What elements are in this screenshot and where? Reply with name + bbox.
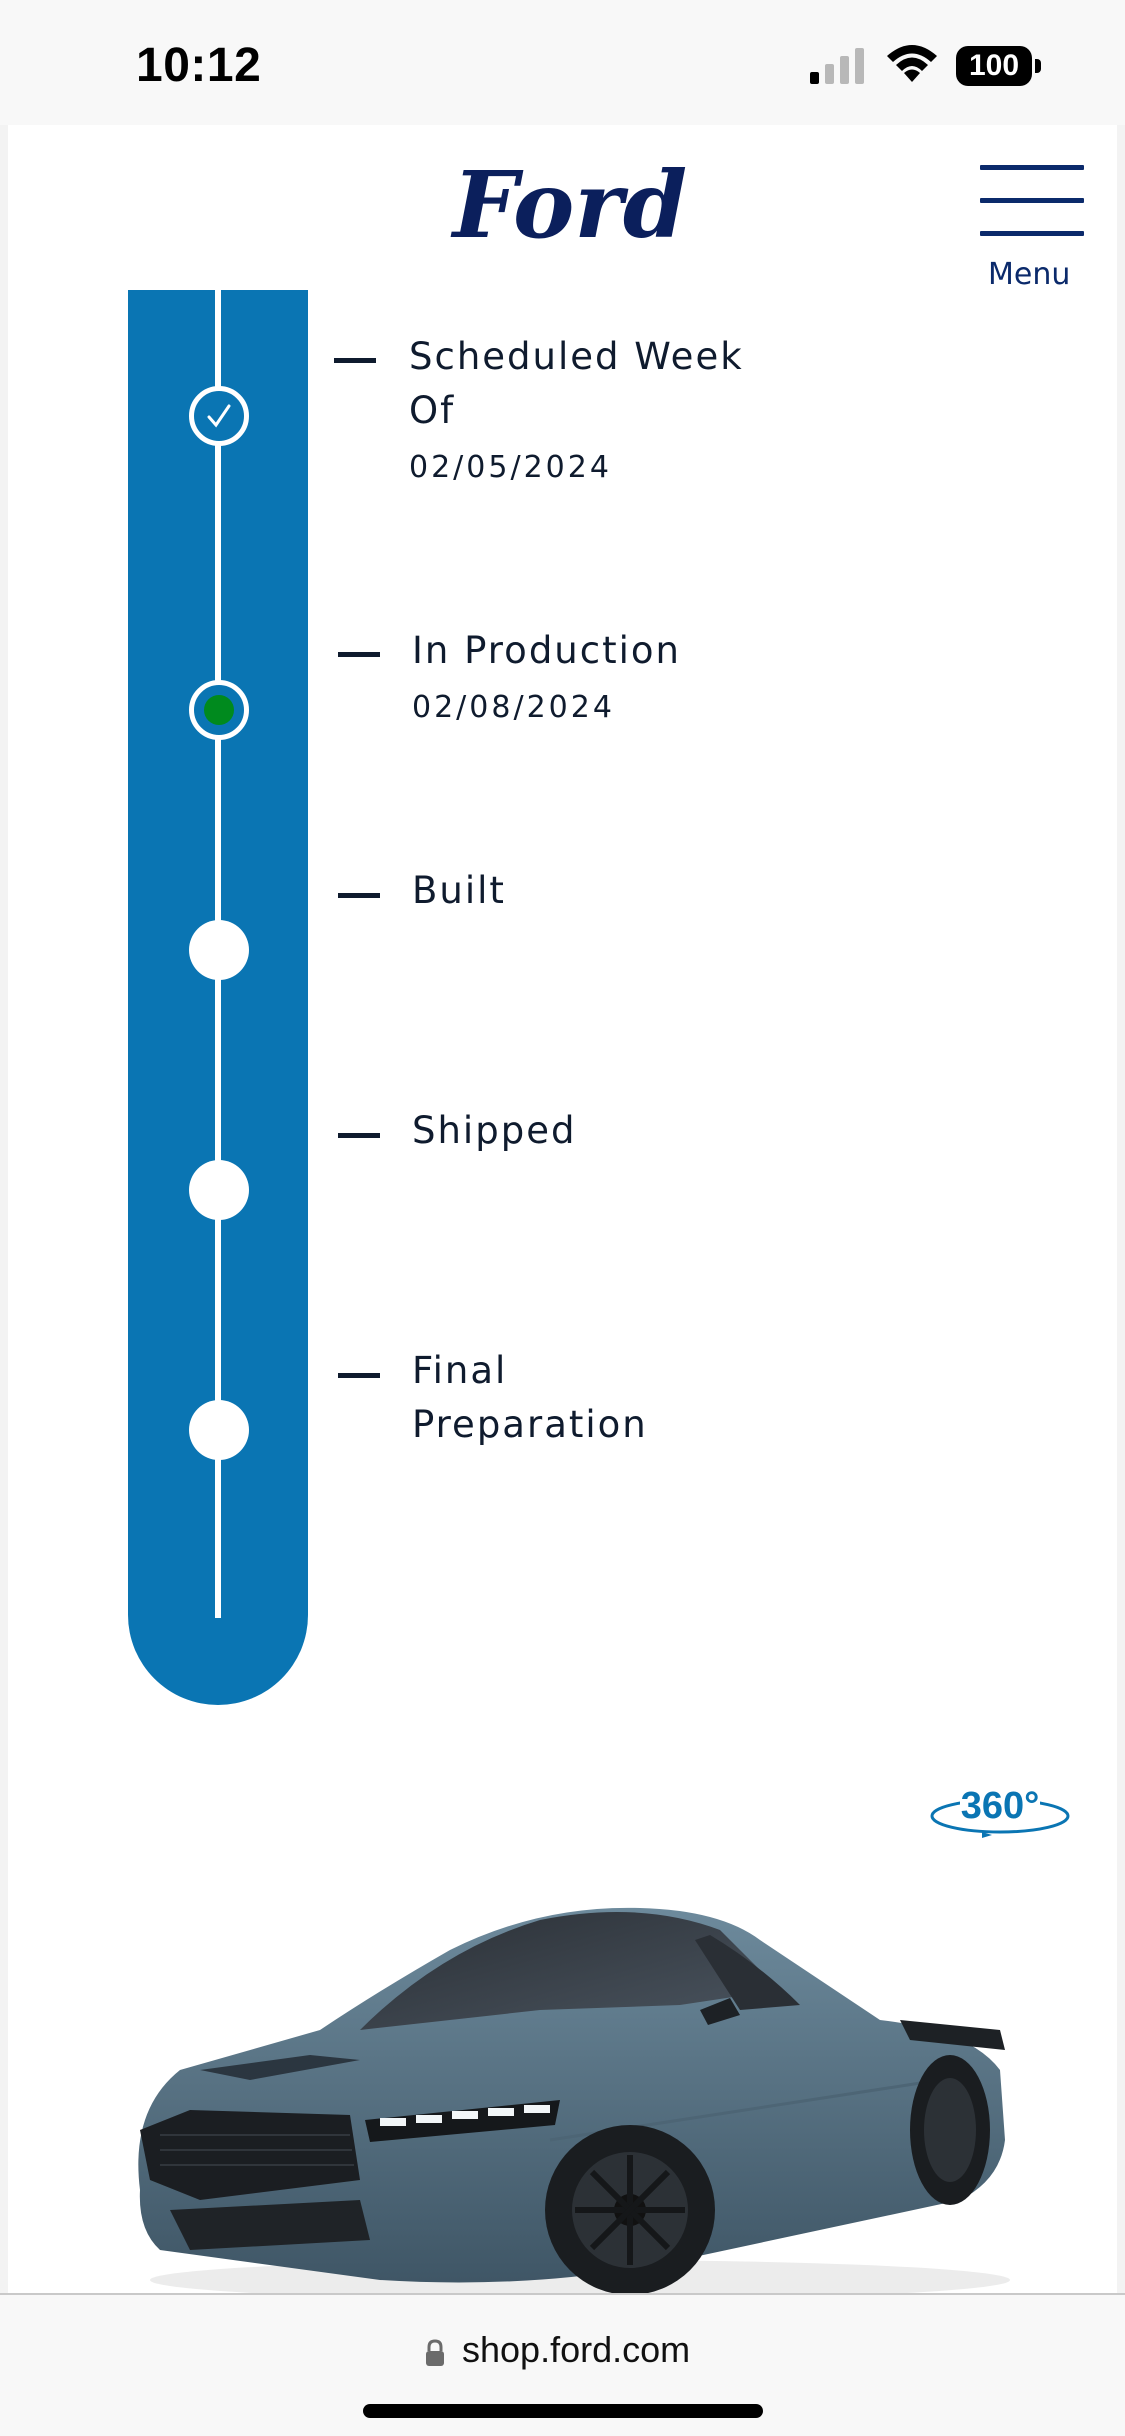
rotate-360-label: 360° (961, 1785, 1040, 1827)
ford-logo-text: Ford (450, 153, 687, 259)
current-status-dot (204, 695, 234, 725)
status-bar: 10:12 100 (0, 0, 1125, 125)
battery-icon: 100 (956, 46, 1042, 86)
browser-address-bar[interactable]: shop.ford.com (0, 2293, 1125, 2436)
step-complete-node (189, 386, 249, 446)
step-date-in-production: 02/08/2024 (412, 690, 615, 725)
step-dash (338, 652, 380, 657)
status-time: 10:12 (136, 39, 262, 92)
vehicle-image[interactable] (120, 1880, 1020, 2300)
step-label-final: Final (412, 1349, 508, 1392)
step-label-shipped: Shipped (412, 1109, 577, 1152)
step-pending-node (189, 1160, 249, 1220)
step-pending-node (189, 1400, 249, 1460)
ford-logo[interactable]: Ford (440, 153, 700, 265)
lock-icon (426, 2339, 444, 2366)
step-dash (338, 1373, 380, 1378)
wifi-icon (887, 45, 937, 82)
rotate-360-icon[interactable]: 360° (926, 1780, 1074, 1842)
home-indicator[interactable] (363, 2404, 763, 2418)
step-current-node (189, 680, 249, 740)
step-dash (334, 358, 376, 363)
step-date-scheduled: 02/05/2024 (409, 450, 612, 485)
step-label-final-cont: Preparation (412, 1403, 648, 1446)
step-dash (338, 1133, 380, 1138)
menu-label: Menu (988, 257, 1071, 292)
step-dash (338, 893, 380, 898)
checkmark-icon (207, 404, 231, 428)
menu-icon (980, 165, 1084, 170)
step-label-scheduled: Scheduled Week (409, 335, 744, 378)
menu-button[interactable]: Menu (978, 155, 1086, 292)
site-header: Ford Menu (0, 125, 1125, 292)
battery-level: 100 (968, 49, 1020, 82)
step-label-built: Built (412, 869, 506, 912)
step-pending-node (189, 920, 249, 980)
url-text[interactable]: shop.ford.com (462, 2329, 691, 2370)
step-label-scheduled-cont: Of (409, 389, 456, 432)
signal-icon (810, 48, 864, 84)
step-label-in-production: In Production (412, 629, 681, 672)
